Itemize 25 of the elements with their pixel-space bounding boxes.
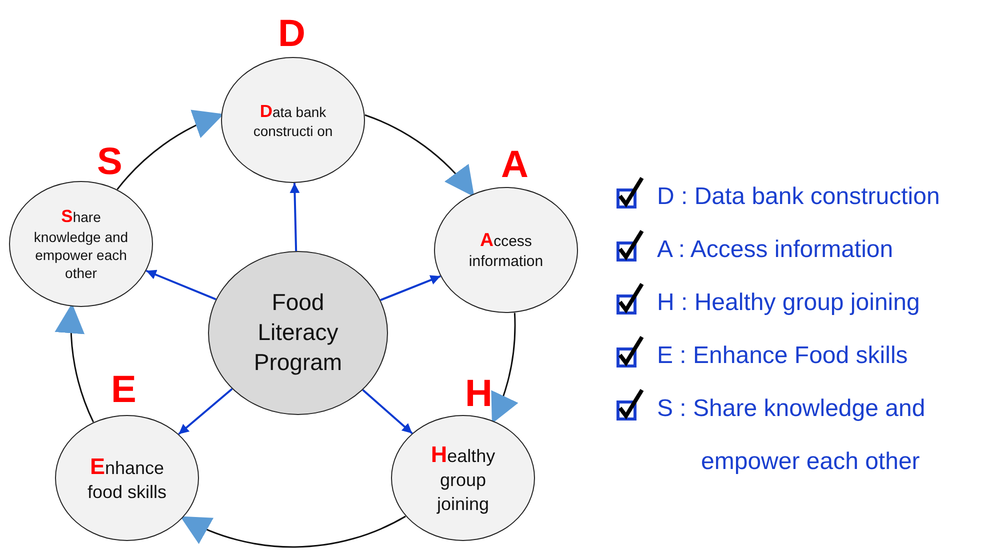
legend-text: E : Enhance Food skills (657, 341, 909, 371)
arrow (178, 388, 233, 435)
stage-text: Share knowledge and empower each other (33, 205, 129, 283)
stage-text: Food Literacy Program (252, 288, 344, 377)
stage-letter: S (97, 143, 122, 181)
stage-text: Enhance food skills (87, 452, 167, 504)
arrow (362, 389, 413, 434)
arrow (364, 114, 475, 197)
stage-text: Access information (468, 228, 544, 272)
arrow (380, 275, 441, 302)
arrow (489, 312, 518, 424)
legend-text: A : Access information (657, 235, 894, 265)
legend-text: H : Healthy group joining (657, 288, 921, 318)
arrow (290, 182, 300, 252)
legend-text: S : Share knowledge and empower each other (657, 394, 926, 477)
arrow (116, 111, 224, 190)
stage-letter: A (501, 146, 528, 184)
stage-text: Healthy group joining (430, 440, 496, 516)
stage-letter: D (278, 15, 306, 53)
arrow (180, 516, 406, 548)
stage-text: Data bank constructi on (253, 100, 333, 140)
legend-text: D : Data bank construction (657, 182, 941, 212)
stage-letter: H (465, 375, 492, 413)
stage-letter: E (111, 371, 136, 409)
arrow (146, 270, 216, 300)
